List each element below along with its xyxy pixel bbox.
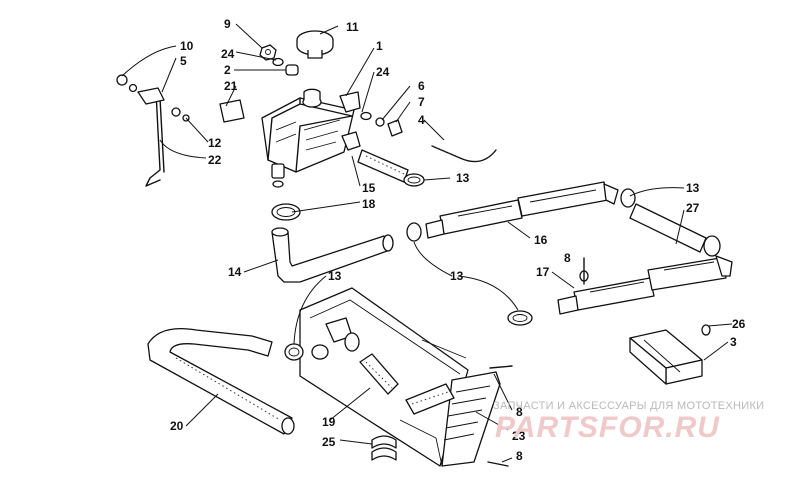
callout-labels: 10 9 24 11 1 5 2 21 24 6 7 4 12 22 13 15…	[170, 17, 746, 463]
callout-17: 17	[536, 265, 550, 279]
vent-hose-4	[431, 145, 497, 163]
radiator-fittings	[311, 317, 360, 360]
heat-exchanger-17	[557, 255, 733, 315]
bracket-3	[629, 324, 711, 385]
callout-13-a: 13	[456, 171, 470, 185]
clamp-13-b	[406, 222, 422, 242]
hose-20	[147, 327, 295, 435]
callout-12: 12	[208, 136, 222, 150]
rod-22	[116, 74, 190, 187]
callout-6: 6	[418, 79, 425, 93]
callout-13-d: 13	[328, 269, 342, 283]
callout-22: 22	[208, 153, 222, 167]
callout-18: 18	[362, 197, 376, 211]
hardware-9-24-2	[259, 44, 299, 76]
callout-8-a: 8	[564, 251, 571, 265]
callout-10: 10	[180, 39, 194, 53]
hardware-24-6-7	[360, 111, 403, 137]
heat-exchanger-16	[425, 181, 619, 239]
callout-26: 26	[732, 317, 746, 331]
callout-25: 25	[322, 435, 336, 449]
callout-5: 5	[180, 54, 187, 68]
callout-4: 4	[418, 113, 425, 127]
hose-15	[357, 149, 409, 183]
hose-19	[359, 353, 455, 415]
callout-7: 7	[418, 95, 425, 109]
callout-27: 27	[686, 201, 700, 215]
watermark-logo: PARTSFOR.RU	[495, 411, 720, 444]
callout-11: 11	[346, 20, 359, 34]
screws-8	[487, 257, 585, 467]
callout-8-b: 8	[516, 405, 523, 419]
leader-lines	[121, 23, 733, 463]
callout-21: 21	[224, 79, 238, 93]
clamp-13-a	[403, 173, 425, 187]
hose-27	[629, 203, 721, 257]
clamp-13-d	[507, 310, 533, 326]
clips-25	[371, 435, 397, 461]
callout-13-c: 13	[450, 269, 464, 283]
clamp-13-e	[284, 343, 304, 361]
cap-11	[296, 30, 334, 59]
hose-14	[271, 227, 394, 283]
callout-23: 23	[512, 429, 526, 443]
callout-16: 16	[534, 233, 548, 247]
callout-8-c: 8	[516, 449, 523, 463]
callout-20: 20	[170, 419, 184, 433]
watermark-tagline: ЗАПЧАСТИ И АКСЕССУАРЫ ДЛЯ МОТОТЕХНИКИ	[493, 400, 765, 412]
callout-24-b: 24	[376, 65, 390, 79]
callout-19: 19	[322, 415, 336, 429]
callout-13-b: 13	[686, 181, 700, 195]
callout-9: 9	[224, 17, 231, 31]
callout-1: 1	[376, 39, 383, 53]
callout-3: 3	[730, 335, 737, 349]
reservoir-tank-1	[261, 88, 361, 188]
callout-14: 14	[228, 265, 242, 279]
callout-15: 15	[362, 181, 376, 195]
clamp-13-c	[620, 188, 636, 208]
pad-21	[219, 99, 245, 123]
callout-2: 2	[224, 63, 231, 77]
clamp-18	[271, 203, 301, 221]
callout-24-a: 24	[221, 47, 235, 61]
